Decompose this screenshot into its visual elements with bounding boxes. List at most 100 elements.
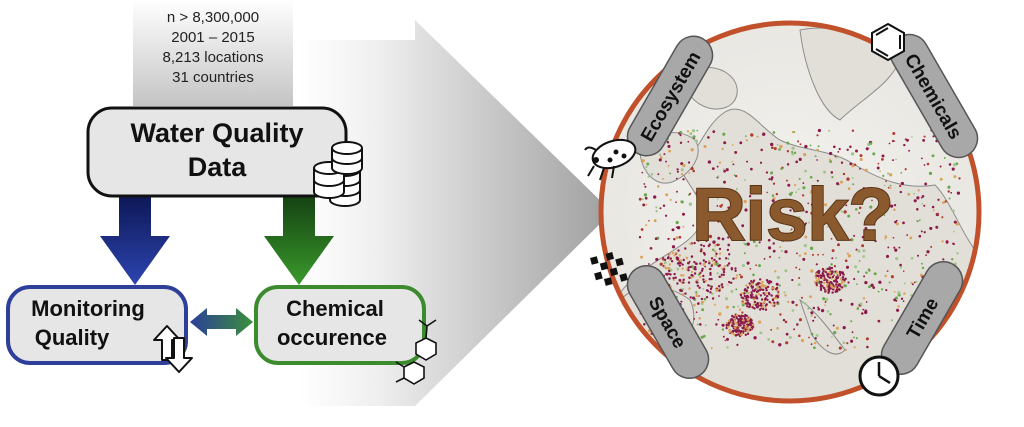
site-dot [675,236,679,240]
site-dot [676,226,681,230]
site-dot [769,255,772,258]
site-dot [718,161,722,164]
site-dot [748,317,751,320]
site-dot [734,150,738,154]
site-dot [889,187,892,189]
site-dot [771,194,775,197]
site-dot [716,272,719,275]
site-dot [847,214,851,218]
site-dot [767,291,771,295]
site-dot [937,198,940,201]
site-dot [956,191,961,195]
benzene-ring-icon [871,22,905,62]
site-dot [697,302,700,305]
site-dot [761,280,764,284]
site-dot [718,247,722,251]
site-dot [854,195,858,199]
site-dot [876,166,880,170]
site-dot [736,274,739,277]
site-dot [873,237,876,240]
site-dot [884,235,888,238]
site-dot [877,162,880,165]
site-dot [816,159,818,161]
site-dot [681,267,684,270]
site-dot [820,280,823,284]
site-dot [895,299,898,302]
site-dot [885,289,888,292]
site-dot [692,135,696,139]
site-dot [680,162,684,166]
chemical-occurence-box [254,285,426,365]
site-dot [951,167,955,171]
site-dot [874,190,878,194]
site-dot [864,280,868,285]
site-dot [693,317,696,320]
site-dot [802,182,805,184]
site-dot [726,325,730,329]
site-dot [727,262,731,265]
site-dot [875,187,878,190]
site-dot [814,280,817,284]
site-dot [757,282,760,285]
site-dot [700,335,704,339]
site-dot [737,305,739,308]
site-dot [730,322,733,325]
site-dot [840,161,844,164]
site-dot [682,274,685,277]
site-dot [787,300,790,304]
site-dot [776,327,779,330]
site-dot [749,318,753,321]
site-dot [810,189,814,193]
site-dot [931,154,935,158]
site-dot [759,308,762,311]
site-dot [891,140,895,143]
site-dot [730,317,733,321]
site-dot [675,201,677,204]
site-dot [764,292,768,295]
site-dot [752,279,756,282]
site-dot [861,312,864,315]
site-dot [952,163,957,167]
site-dot [696,279,699,282]
site-dot [746,302,749,305]
site-dot [861,235,865,239]
grid-cell [619,273,628,282]
site-dot [741,311,744,314]
site-dot [900,297,904,300]
site-dot [756,135,759,138]
site-dot [759,278,762,281]
stats-lines: n > 8,300,000 2001 – 2015 8,213 location… [163,9,264,86]
site-dot [778,148,781,151]
site-dot [861,244,865,248]
site-dot [661,258,665,261]
site-dot [900,181,905,186]
site-dot [775,282,779,286]
site-dot [916,219,919,223]
site-dot [772,182,776,185]
site-dot [755,244,759,248]
site-dot [862,187,866,191]
site-dot [782,318,786,322]
site-dot [850,339,854,343]
site-dot [723,265,727,268]
site-dot [817,306,820,309]
site-dot [699,262,702,265]
site-dot [857,270,860,274]
site-dot [816,280,819,283]
site-dot [953,175,957,179]
site-dot [711,260,714,263]
site-dot [693,241,696,245]
site-dot [772,249,776,253]
site-dot [739,330,742,334]
site-dot [782,239,785,242]
site-dot [851,331,854,334]
site-dot [808,221,810,224]
site-dot [795,160,799,164]
site-dot [679,134,682,137]
site-dot [643,183,646,185]
site-dot [814,201,817,204]
site-dot [656,185,660,188]
site-dot [730,281,733,284]
site-dot [655,206,658,209]
site-dot [733,319,737,322]
